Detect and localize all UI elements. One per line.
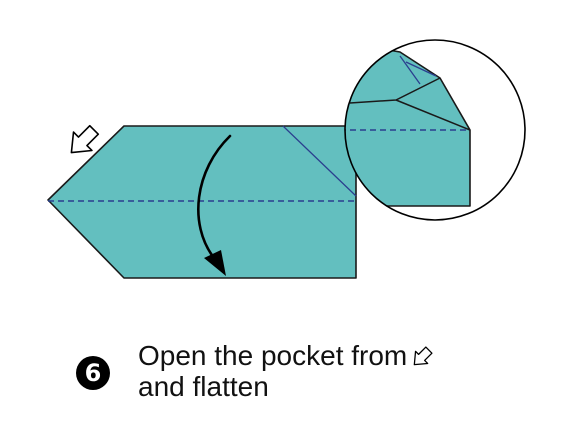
detail-flap-crease-c [405,61,437,77]
step-caption: Open the pocket from and flatten [138,340,558,402]
pocket-arrow-inline-icon [413,346,433,365]
caption-line-1: Open the pocket from [138,340,408,371]
detail-flap-crease-b [399,55,421,85]
detail-circle [344,39,526,221]
paper-diagonal-crease [282,125,357,197]
detail-flap-crease-a [395,99,471,131]
caption-line-2: and flatten [138,371,269,402]
open-pocket-arrow-icon [70,124,100,154]
step-number-badge: 6 [76,356,110,390]
paper-main [47,125,357,279]
curved-fold-arrow-icon [197,134,232,276]
